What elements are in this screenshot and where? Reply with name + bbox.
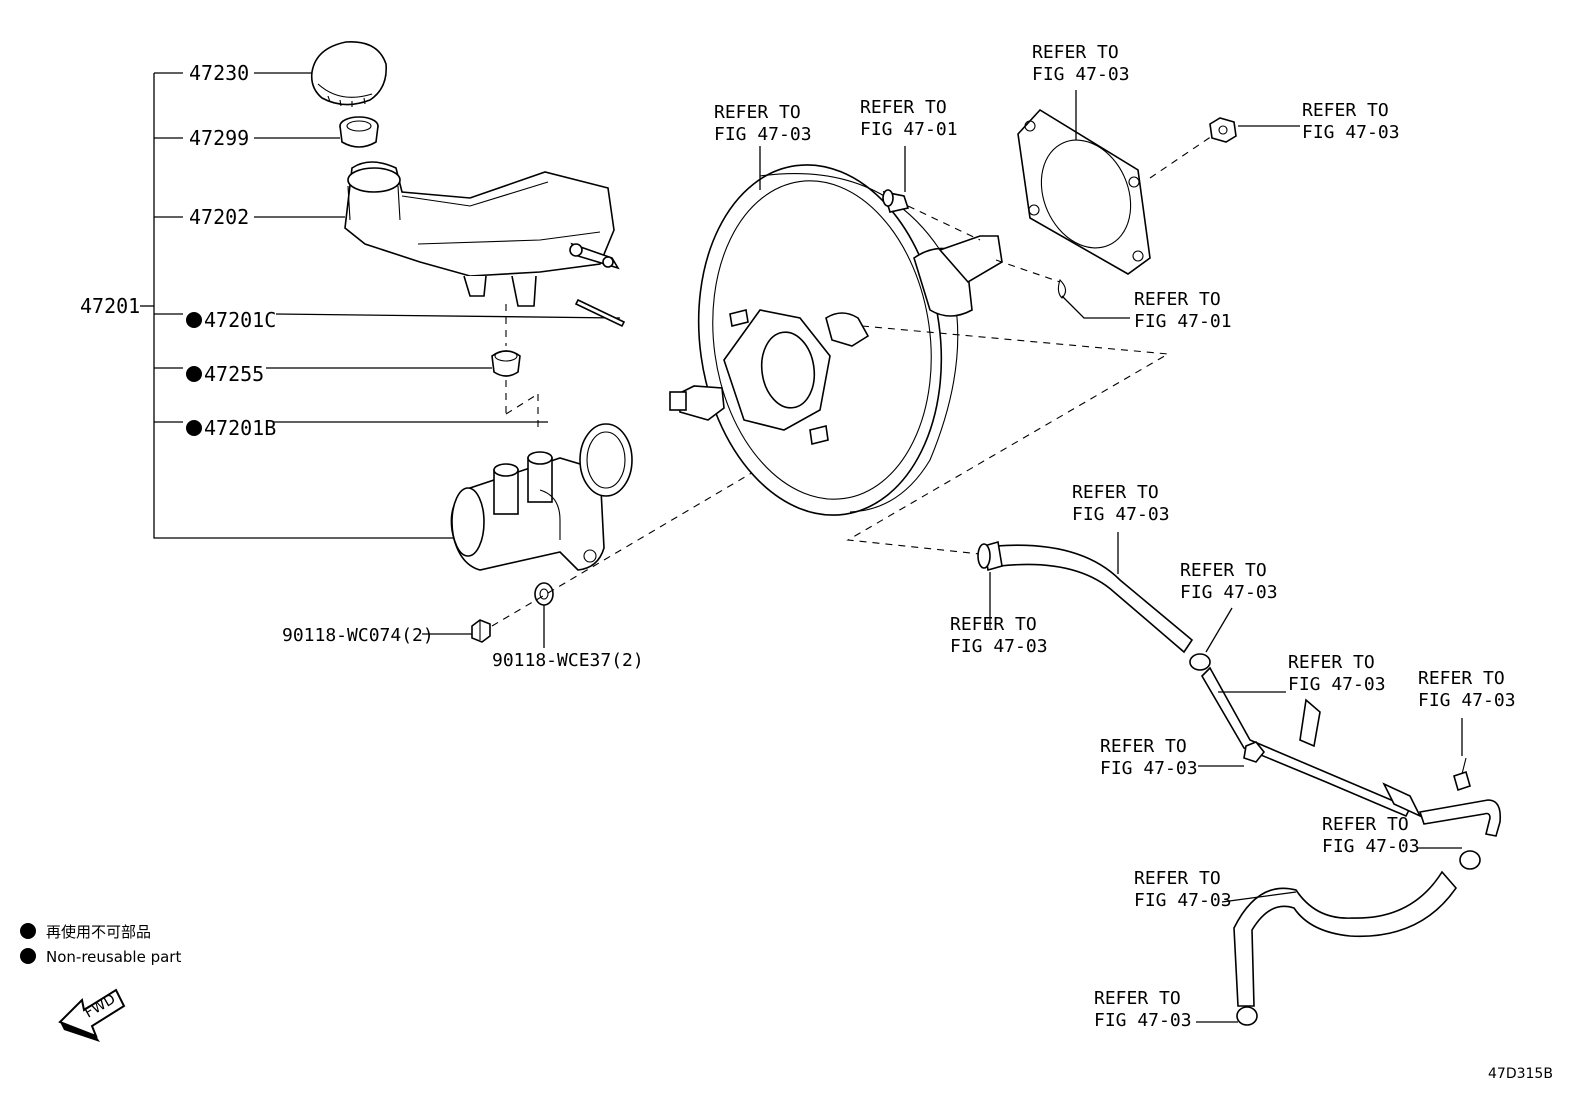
svg-text:FIG 47-03: FIG 47-03: [1322, 836, 1420, 857]
strainer: [339, 116, 379, 148]
ref-lower-hose: REFER TO FIG 47-03: [1134, 868, 1232, 911]
non-reusable-marker: [186, 420, 202, 436]
clevis-guide: [907, 205, 981, 241]
booster-clevis-pin: [882, 189, 910, 213]
svg-text:REFER TO: REFER TO: [1418, 668, 1505, 689]
svg-text:FIG 47-01: FIG 47-01: [1134, 311, 1232, 332]
washer-90118-wce37: [534, 582, 554, 606]
svg-text:REFER TO: REFER TO: [1134, 868, 1221, 889]
reservoir-pin: [574, 298, 626, 328]
part-labels: 47230 47299 47202 47201 47201C 47255 472…: [80, 61, 644, 671]
non-reusable-marker: [186, 366, 202, 382]
ref-pipe-bolt: REFER TO FIG 47-03: [1418, 668, 1516, 711]
grommet: [491, 350, 521, 377]
booster-gasket: [1017, 108, 1151, 275]
svg-text:FIG 47-03: FIG 47-03: [1072, 504, 1170, 525]
svg-text:REFER TO: REFER TO: [1322, 814, 1409, 835]
svg-text:FIG 47-03: FIG 47-03: [1418, 690, 1516, 711]
vacuum-pipe-end: [1418, 799, 1502, 837]
label-47201C: 47201C: [204, 308, 276, 332]
svg-text:REFER TO: REFER TO: [1100, 736, 1187, 757]
svg-text:REFER TO: REFER TO: [1288, 652, 1375, 673]
vacuum-pipe: [1200, 666, 1422, 818]
legend-bullet: [20, 948, 36, 964]
svg-text:REFER TO: REFER TO: [1032, 42, 1119, 63]
hose-clamp-c: [1236, 1006, 1258, 1026]
ref-upper-hose: REFER TO FIG 47-03: [1072, 482, 1170, 525]
assembly-guides: [505, 304, 539, 432]
label-47230: 47230: [189, 61, 249, 85]
label-nut: 90118-WC074(2): [282, 625, 434, 646]
legend-bullet: [20, 923, 36, 939]
ref-clamp-b: REFER TO FIG 47-03: [1322, 814, 1420, 857]
svg-text:REFER TO: REFER TO: [1180, 560, 1267, 581]
svg-text:REFER TO: REFER TO: [1134, 289, 1221, 310]
master-cylinder: [450, 423, 633, 571]
svg-text:FIG 47-03: FIG 47-03: [1180, 582, 1278, 603]
ref-booster: REFER TO FIG 47-03: [714, 102, 812, 145]
label-47202: 47202: [189, 205, 249, 229]
svg-text:FIG 47-03: FIG 47-03: [950, 636, 1048, 657]
legend: 再使用不可部品 Non-reusable part: [20, 923, 181, 966]
label-47255: 47255: [204, 362, 264, 386]
brake-booster: [669, 164, 1003, 516]
ref-clevis-pin: REFER TO FIG 47-01: [860, 97, 958, 140]
booster-nut: [1209, 117, 1237, 143]
figure-id: 47D315B: [1488, 1066, 1553, 1082]
vacuum-hose-lower: [1233, 870, 1458, 1007]
clip-guide: [995, 259, 1061, 283]
svg-text:FIG 47-03: FIG 47-03: [714, 124, 812, 145]
hose-clamp-b: [1459, 850, 1481, 870]
pipe-bolt: [1453, 757, 1471, 792]
fwd-arrow-icon: FWD: [58, 988, 126, 1042]
reference-leaders: [759, 90, 1463, 1023]
ref-gasket: REFER TO FIG 47-03: [1032, 42, 1130, 85]
vacuum-hose-upper: [977, 540, 1194, 654]
pipe-grommet: [1243, 741, 1266, 763]
svg-text:FIG 47-03: FIG 47-03: [1134, 890, 1232, 911]
assembly-bracket: [140, 72, 621, 648]
legend-english: Non-reusable part: [46, 948, 181, 966]
svg-text:FIG 47-03: FIG 47-03: [1032, 64, 1130, 85]
reference-labels: REFER TO FIG 47-03 REFER TO FIG 47-01 RE…: [714, 42, 1516, 1031]
svg-text:FIG 47-03: FIG 47-03: [1094, 1010, 1192, 1031]
hose-clamp-a: [1189, 653, 1211, 671]
ref-pipe-grommet: REFER TO FIG 47-03: [1100, 736, 1198, 779]
svg-text:REFER TO: REFER TO: [950, 614, 1037, 635]
gasket-guide: [1149, 135, 1213, 179]
svg-text:REFER TO: REFER TO: [860, 97, 947, 118]
vacuum-route-guide: [846, 325, 1170, 555]
label-47201: 47201: [80, 294, 140, 318]
label-47299: 47299: [189, 126, 249, 150]
svg-text:REFER TO: REFER TO: [714, 102, 801, 123]
booster-clip: [1057, 278, 1067, 299]
svg-text:FIG 47-03: FIG 47-03: [1100, 758, 1198, 779]
svg-text:REFER TO: REFER TO: [1072, 482, 1159, 503]
ref-clamp-c: REFER TO FIG 47-03: [1094, 988, 1192, 1031]
ref-booster-nut: REFER TO FIG 47-03: [1302, 100, 1400, 143]
reservoir-cap: [310, 41, 387, 107]
svg-text:REFER TO: REFER TO: [1302, 100, 1389, 121]
nut-90118-wc074: [471, 619, 491, 643]
label-washer: 90118-WCE37(2): [492, 650, 644, 671]
svg-text:FIG 47-03: FIG 47-03: [1302, 122, 1400, 143]
ref-pipe: REFER TO FIG 47-03: [1288, 652, 1386, 695]
svg-text:FIG 47-03: FIG 47-03: [1288, 674, 1386, 695]
svg-text:FIG 47-01: FIG 47-01: [860, 119, 958, 140]
reservoir-tank: [344, 161, 620, 307]
label-47201B: 47201B: [204, 416, 276, 440]
ref-check-valve: REFER TO FIG 47-03: [950, 614, 1048, 657]
non-reusable-marker: [186, 312, 202, 328]
legend-japanese: 再使用不可部品: [46, 923, 151, 941]
svg-text:REFER TO: REFER TO: [1094, 988, 1181, 1009]
ref-clip: REFER TO FIG 47-01: [1134, 289, 1232, 332]
ref-hose-clamp-end: REFER TO FIG 47-03: [1180, 560, 1278, 603]
